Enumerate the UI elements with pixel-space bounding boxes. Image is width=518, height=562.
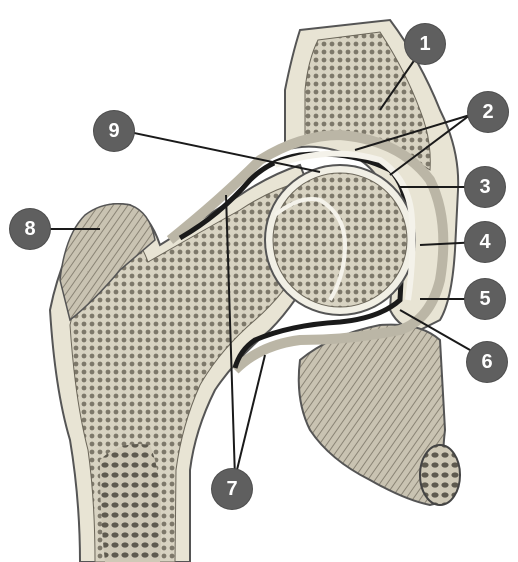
label-1: 1 <box>405 24 445 64</box>
label-8: 8 <box>10 209 50 249</box>
label-9: 9 <box>94 111 134 151</box>
label-5: 5 <box>465 279 505 319</box>
leader-line-7b <box>235 355 265 478</box>
femoral-head-spongy-bone <box>273 173 407 307</box>
label-6: 6 <box>467 342 507 382</box>
ischium-section <box>420 445 460 505</box>
label-7: 7 <box>212 469 252 509</box>
label-3: 3 <box>465 167 505 207</box>
femur-medullary-cavity <box>100 444 161 562</box>
label-2: 2 <box>468 92 508 132</box>
label-4: 4 <box>465 222 505 262</box>
